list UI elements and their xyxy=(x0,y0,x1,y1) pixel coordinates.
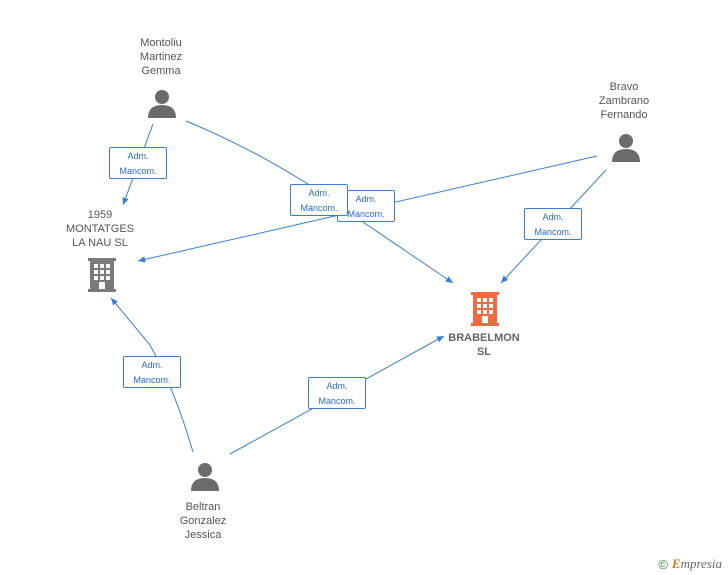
edge-label: Adm.Mancom. xyxy=(524,208,582,240)
building-icon xyxy=(88,258,116,292)
brand-logo: Empresia xyxy=(671,556,722,571)
node-label-bravo[interactable]: Bravo Zambrano Fernando xyxy=(598,81,650,121)
node-label-brabelmon[interactable]: BRABELMON SL xyxy=(448,332,520,358)
person-icon xyxy=(191,463,219,491)
edge-label: Adm.Mancom. xyxy=(123,356,181,388)
node-label-montoliu[interactable]: Montoliu Martinez Gemma xyxy=(139,37,183,77)
footer-brand: © Empresia xyxy=(658,556,722,572)
edge-label: Adm.Mancom. xyxy=(109,147,167,179)
person-icon xyxy=(148,90,176,118)
edge-label: Adm.Mancom. xyxy=(290,184,348,216)
person-icon xyxy=(612,134,640,162)
node-label-beltran[interactable]: Beltran Gonzalez Jessica xyxy=(179,501,227,541)
edge-label: Adm.Mancom. xyxy=(308,377,366,409)
edge-beltran-montatges xyxy=(110,297,194,453)
building-icon xyxy=(471,292,499,326)
node-label-montatges[interactable]: 1959 MONTATGES LA NAU SL xyxy=(65,209,135,249)
copyright-symbol: © xyxy=(658,556,668,572)
